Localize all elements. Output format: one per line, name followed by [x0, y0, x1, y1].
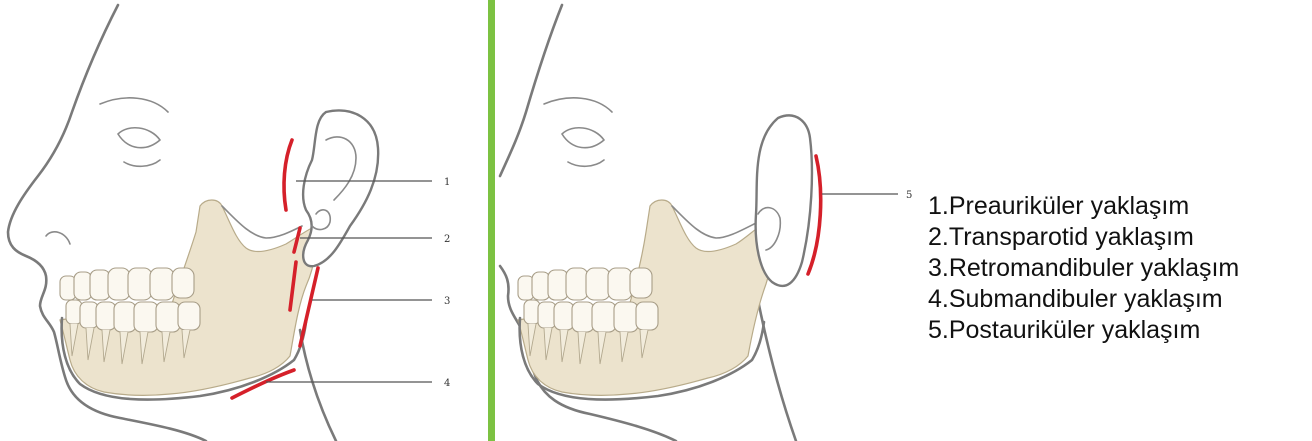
upper-teeth-left: [60, 268, 194, 300]
ear-left: [303, 111, 378, 267]
incision-preauricular: [284, 140, 292, 210]
eye-right: [562, 128, 604, 167]
right-face-illustration: 5: [496, 0, 916, 441]
label-5: 5: [906, 190, 912, 201]
label-2: 2: [444, 234, 450, 245]
ear-folded-right: [756, 115, 812, 285]
face-profile-right: [500, 5, 562, 176]
neck-line-left: [300, 330, 336, 441]
eyebrow-left: [100, 98, 168, 112]
label-4: 4: [444, 378, 450, 389]
legend-item-postauricular: 5.Postauriküler yaklaşım: [928, 315, 1239, 346]
upper-teeth-right: [518, 268, 652, 300]
legend-item-submandibular: 4.Submandibuler yaklaşım: [928, 284, 1239, 315]
legend-item-transparotid: 2.Transparotid yaklaşım: [928, 222, 1239, 253]
label-1: 1: [444, 177, 450, 188]
left-face-illustration: 1 2 3 4: [0, 0, 488, 441]
eyebrow-right: [544, 98, 612, 112]
nose-wing-left: [46, 232, 70, 244]
eye-left: [118, 128, 160, 167]
approach-legend: 1.Preauriküler yaklaşım 2.Transparotid y…: [928, 191, 1239, 346]
panel-divider: [488, 0, 495, 441]
label-3: 3: [444, 296, 450, 307]
legend-item-preauricular: 1.Preauriküler yaklaşım: [928, 191, 1239, 222]
legend-item-retromandibular: 3.Retromandibuler yaklaşım: [928, 253, 1239, 284]
